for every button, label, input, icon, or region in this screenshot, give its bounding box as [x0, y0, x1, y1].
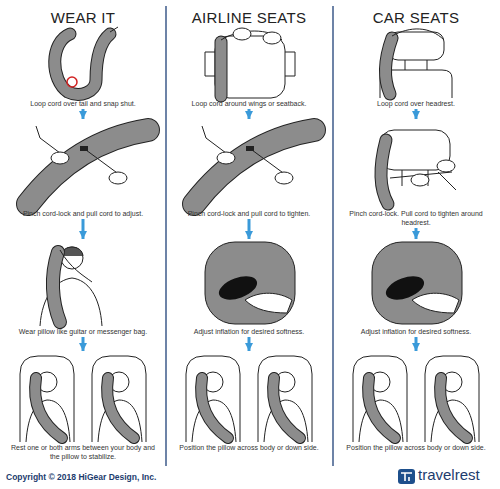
step-arrow — [82, 337, 85, 351]
step-caption: Pinch cord-lock and pull cord to adjust. — [4, 209, 162, 218]
adjust-illustration — [28, 126, 148, 204]
column-panel: AIRLINE SEATS Loop cord around wings or s… — [170, 4, 328, 466]
inflation-illustration — [205, 242, 295, 324]
wear-illustration — [40, 247, 102, 326]
step-panel: Pinch cord-lock. Pull cord to tighten ar… — [337, 120, 495, 227]
seated-illustration — [20, 356, 146, 442]
brand-wordmark: travelrest — [418, 466, 480, 483]
step-caption: Loop cord over tail and snap shut. — [4, 99, 162, 108]
step-panel: Adjust inflation for desired softness. — [170, 240, 328, 336]
step-caption: Pinch cord-lock. Pull cord to tighten ar… — [337, 209, 495, 227]
seated-illustration — [186, 356, 312, 442]
headrest-tighten-illustration — [380, 130, 456, 204]
step-caption: Wear pillow like guitar or messenger bag… — [4, 327, 162, 336]
step-arrow — [415, 109, 418, 119]
column-divider — [166, 6, 333, 466]
step-panel: Loop cord over tail and snap shut. — [4, 26, 162, 108]
step-caption: Adjust inflation for desired softness. — [170, 327, 328, 336]
step-arrow — [415, 337, 418, 351]
seated-illustration — [353, 356, 479, 442]
step-panel: Rest one or both arms between your body … — [4, 352, 162, 461]
step-panel: Pinch cord-lock and pull cord to adjust. — [4, 120, 162, 218]
column-heading: AIRLINE SEATS — [170, 4, 328, 26]
headrest-illustration — [380, 29, 452, 98]
step-panel: Pinch cord-lock and pull cord to tighten… — [170, 120, 328, 218]
inflation-illustration — [372, 242, 462, 324]
step-arrow — [415, 228, 418, 239]
column-panel: CAR SEATS Loop cord over headrest. Pinch c… — [337, 4, 495, 466]
step-caption: Loop cord over headrest. — [337, 99, 495, 108]
step-panel: Loop cord around wings or seatback. — [170, 26, 328, 108]
step-arrow — [82, 219, 85, 239]
step-caption: Position the pillow across body or down … — [337, 443, 495, 452]
step-arrow — [82, 109, 85, 119]
loop-illustration — [55, 27, 118, 94]
step-panel: Position the pillow across body or down … — [337, 352, 495, 452]
column-heading: CAR SEATS — [337, 4, 495, 26]
seatback-illustration — [205, 28, 295, 98]
column-heading: WEAR IT — [4, 4, 162, 26]
tighten-illustration — [194, 126, 314, 204]
step-arrow — [248, 219, 251, 239]
step-caption: Rest one or both arms between your body … — [4, 443, 162, 461]
step-caption: Position the pillow across body or down … — [170, 443, 328, 452]
step-panel: Adjust inflation for desired softness. — [337, 240, 495, 336]
logo-icon — [398, 469, 415, 484]
column-panel: WEAR IT Loop cord over tail and snap shut… — [4, 4, 162, 466]
copyright-note: Copyright © 2018 HiGear Design, Inc. — [6, 472, 156, 482]
step-caption: Loop cord around wings or seatback. — [170, 99, 328, 108]
step-panel: Position the pillow across body or down … — [170, 352, 328, 452]
step-caption: Pinch cord-lock and pull cord to tighten… — [170, 209, 328, 218]
step-arrow — [248, 109, 251, 119]
step-panel: Loop cord over headrest. — [337, 26, 495, 108]
step-panel: Wear pillow like guitar or messenger bag… — [4, 240, 162, 336]
step-arrow — [248, 337, 251, 351]
step-caption: Adjust inflation for desired softness. — [337, 327, 495, 336]
